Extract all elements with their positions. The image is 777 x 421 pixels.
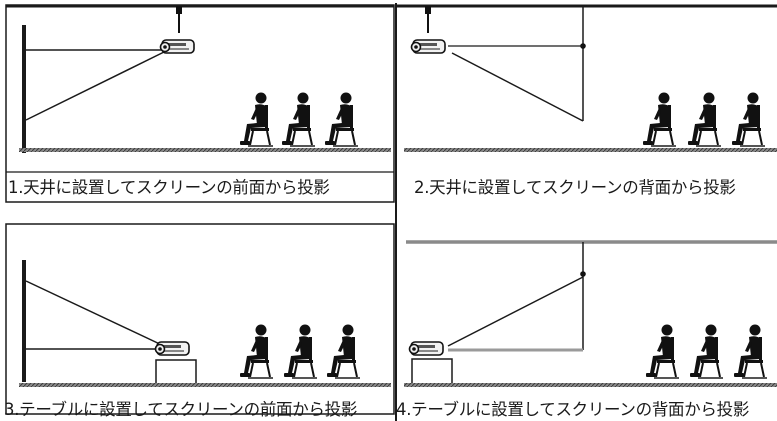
table: [411, 358, 453, 387]
seated-viewer-icon: [283, 323, 318, 380]
projector-icon: [154, 341, 190, 356]
projector-icon: [159, 39, 195, 54]
seated-viewer-icon: [645, 323, 680, 380]
seated-viewer-icon: [281, 91, 316, 148]
seated-viewer-icon: [239, 323, 274, 380]
panel-table-front: 3.テーブルに設置してスクリーンの前面から投影: [4, 222, 396, 421]
seated-viewer-icon: [687, 91, 722, 148]
seated-viewer-icon: [326, 323, 361, 380]
projector-icon: [410, 39, 446, 54]
seated-viewer-icon: [731, 91, 766, 148]
floor: [404, 148, 777, 152]
panel-table-rear: 4.テーブルに設置してスクリーンの背面から投影: [396, 222, 777, 421]
projection-beam: [25, 280, 165, 347]
seated-viewer-icon: [689, 323, 724, 380]
panel-ceiling-rear: 2.天井に設置してスクリーンの背面から投影: [396, 3, 777, 203]
projection-beam: [451, 52, 584, 122]
center-divider: [395, 3, 397, 421]
caption-4: 4.テーブルに設置してスクリーンの背面から投影: [396, 400, 750, 419]
caption-3: 3.テーブルに設置してスクリーンの前面から投影: [4, 400, 358, 419]
caption-2: 2.天井に設置してスクリーンの背面から投影: [414, 178, 736, 197]
panel-ceiling-front: 1.天井に設置してスクリーンの前面から投影: [4, 3, 396, 203]
seated-viewer-icon: [239, 91, 274, 148]
table: [155, 359, 197, 387]
panel-frame: [5, 223, 395, 415]
seated-viewer-icon: [324, 91, 359, 148]
seated-viewer-icon: [733, 323, 768, 380]
floor: [19, 383, 391, 387]
projector-icon: [408, 341, 444, 356]
floor: [19, 148, 391, 152]
floor: [404, 383, 777, 387]
seated-viewer-icon: [642, 91, 677, 148]
projection-beam: [447, 276, 584, 347]
screen: [22, 25, 26, 153]
caption-1: 1.天井に設置してスクリーンの前面から投影: [8, 178, 330, 197]
screen: [22, 260, 26, 382]
projection-beam: [25, 51, 165, 121]
